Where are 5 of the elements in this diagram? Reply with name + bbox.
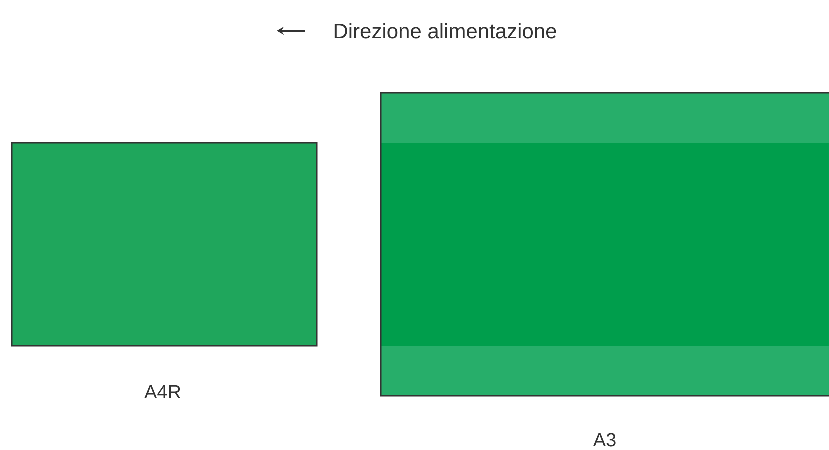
node-label: A3	[593, 433, 616, 447]
paper-sheet: A3	[380, 92, 829, 447]
direction-label: Direzione alimentazione	[334, 23, 556, 39]
paper-sheet: A4R	[11, 142, 318, 399]
node-label: A4R	[144, 385, 181, 399]
